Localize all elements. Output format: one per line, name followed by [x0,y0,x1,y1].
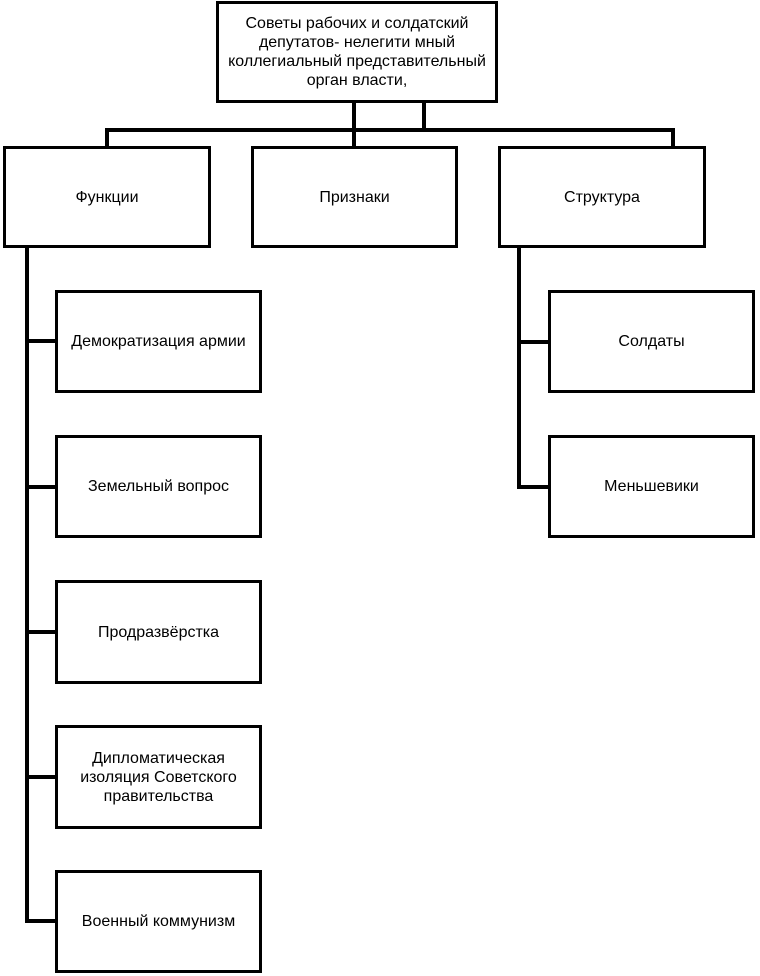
structure-title: Структура [564,188,640,206]
function-item-box: Дипломатическая изоляция Советского прав… [55,725,262,829]
function-item-label: Дипломатическая изоляция Советского прав… [80,749,237,805]
function-item-label: Земельный вопрос [88,478,229,495]
function-item-label: Демократизация армии [71,333,246,350]
function-item-box: Земельный вопрос [55,435,262,538]
functions-box: Функции [3,146,211,248]
structure-item-box: Солдаты [548,290,755,393]
function-item-label: Военный коммунизм [81,913,236,930]
root-box: Советы рабочих и солдатский депутатов- н… [216,1,498,103]
structure-item-box: Меньшевики [548,435,755,538]
function-item-box: Демократизация армии [55,290,262,393]
function-item-box: Продразвёрстка [55,580,262,684]
structure-item-label: Меньшевики [604,478,699,495]
structure-item-label: Солдаты [618,333,685,350]
root-text: Советы рабочих и солдатский депутатов- н… [228,15,486,89]
function-item-box: Военный коммунизм [55,870,262,973]
structure-box: Структура [498,146,706,248]
signs-title: Признаки [319,188,390,206]
function-item-label: Продразвёрстка [97,623,220,641]
functions-title: Функции [75,188,139,206]
signs-box: Признаки [251,146,458,248]
